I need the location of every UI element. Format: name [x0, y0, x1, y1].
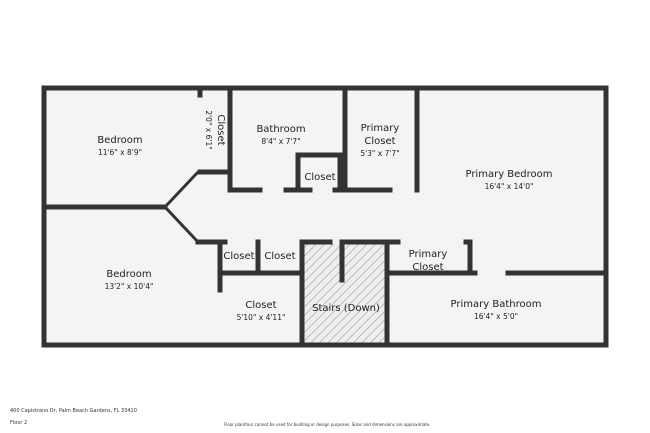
room-bedroom-2: Bedroom 13'2" x 10'4": [105, 269, 154, 291]
room-closet-vertical: Closet 2'0" x 6'1": [204, 110, 226, 149]
room-closet-b: Closet: [264, 251, 295, 262]
room-bathroom: Bathroom 8'4" x 7'7": [256, 124, 305, 146]
svg-text:13'2" x 10'4": 13'2" x 10'4": [105, 282, 154, 291]
room-primary-bathroom: Primary Bathroom 16'4" x 5'0": [451, 299, 542, 321]
floor-label: Floor 2: [10, 420, 28, 426]
svg-text:Bedroom: Bedroom: [97, 135, 142, 146]
disclaimer: Floor plan/tour cannot be used for build…: [224, 422, 431, 427]
room-primary-closet-bottom: Primary Closet: [409, 249, 448, 273]
room-bedroom-1: Bedroom 11'6" x 8'9": [97, 135, 142, 157]
room-closet-bath: Closet: [304, 172, 335, 183]
svg-text:Primary: Primary: [409, 249, 448, 260]
svg-text:Closet: Closet: [412, 262, 443, 273]
room-primary-bedroom: Primary Bedroom 16'4" x 14'0": [465, 169, 552, 191]
room-closet-c: Closet 5'10" x 4'11": [237, 300, 286, 322]
walls: [41, 85, 609, 348]
svg-text:5'3" x 7'7": 5'3" x 7'7": [360, 149, 399, 158]
svg-text:Bathroom: Bathroom: [256, 124, 305, 135]
svg-text:11'6" x 8'9": 11'6" x 8'9": [98, 148, 142, 157]
svg-text:Primary Bedroom: Primary Bedroom: [465, 169, 552, 180]
svg-text:8'4" x 7'7": 8'4" x 7'7": [261, 137, 300, 146]
svg-text:Closet: Closet: [245, 300, 276, 311]
svg-text:5'10" x 4'11": 5'10" x 4'11": [237, 313, 286, 322]
stairs-hatch: [304, 244, 386, 343]
svg-text:2'0" x 6'1": 2'0" x 6'1": [204, 110, 213, 149]
svg-text:Bedroom: Bedroom: [106, 269, 151, 280]
room-stairs: Stairs (Down): [312, 303, 380, 314]
room-closet-a: Closet: [223, 251, 254, 262]
room-primary-closet-top: Primary Closet 5'3" x 7'7": [360, 123, 399, 158]
svg-text:Closet: Closet: [215, 114, 226, 145]
address: 400 Capistrano Dr, Palm Beach Gardens, F…: [10, 408, 137, 414]
svg-text:16'4" x 14'0": 16'4" x 14'0": [485, 182, 534, 191]
svg-text:Closet: Closet: [364, 136, 395, 147]
svg-text:Primary: Primary: [361, 123, 400, 134]
svg-text:16'4" x 5'0": 16'4" x 5'0": [474, 312, 518, 321]
svg-text:Primary Bathroom: Primary Bathroom: [451, 299, 542, 310]
